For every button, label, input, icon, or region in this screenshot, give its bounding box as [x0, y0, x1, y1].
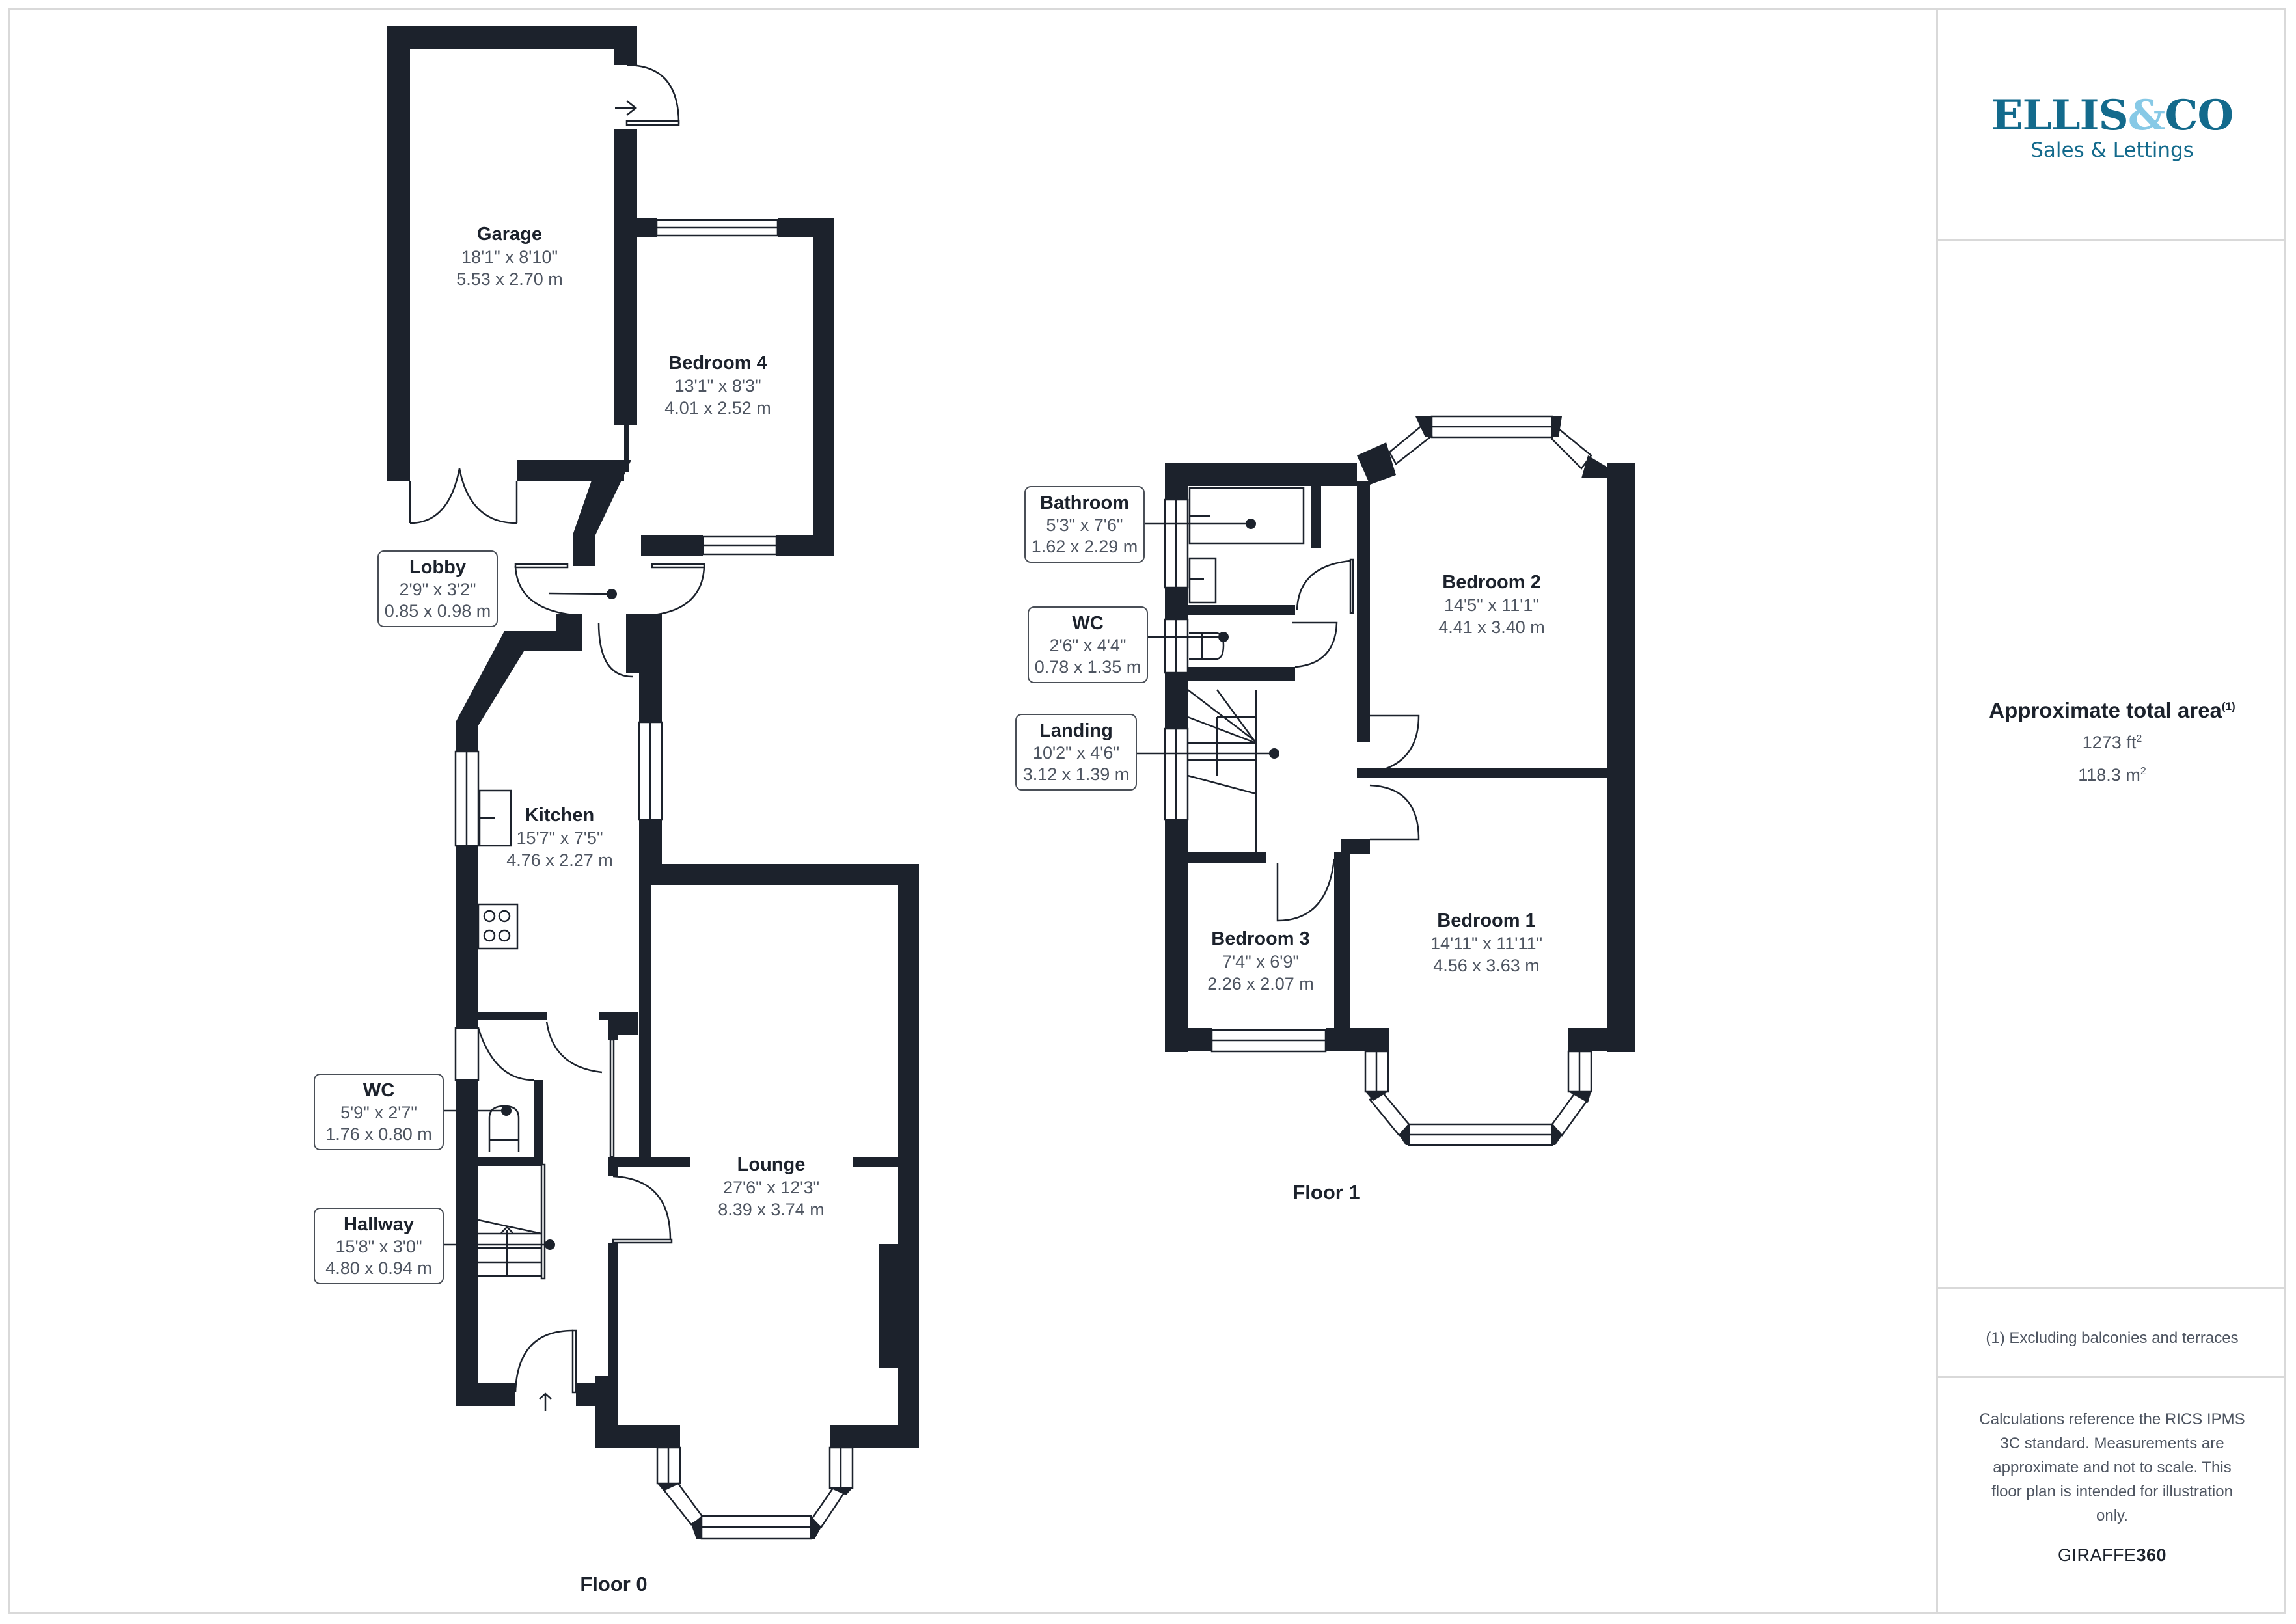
- disclaimer-text: Calculations reference the RICS IPMS 3C …: [1979, 1411, 2245, 1524]
- brand-wordmark: ELLIS&CO: [1938, 93, 2286, 139]
- room-name: WC: [1072, 613, 1104, 634]
- room-name: Kitchen: [525, 805, 595, 826]
- room-name: Garage: [477, 224, 542, 245]
- room-dimension-imperial: 5'3" x 7'6": [1046, 515, 1123, 535]
- room-dimension-imperial: 2'6" x 4'4": [1049, 636, 1127, 655]
- room-dimension-imperial: 10'2" x 4'6": [1032, 743, 1120, 763]
- room-name: Bathroom: [1040, 493, 1129, 513]
- room-dimension-metric: 0.78 x 1.35 m: [1034, 657, 1141, 677]
- room-dimension-imperial: 2'9" x 3'2": [399, 580, 476, 599]
- room-label-garage: Garage 18'1" x 8'10" 5.53 x 2.70 m: [456, 223, 563, 290]
- room-dimension-imperial: 14'11" x 11'11": [1430, 934, 1543, 953]
- total-area-imperial: 1273 ft2: [2082, 733, 2142, 752]
- room-dimension-metric: 4.80 x 0.94 m: [325, 1258, 432, 1278]
- area-footnote: (1) Excluding balconies and terraces: [1986, 1329, 2239, 1347]
- room-dimension-metric: 4.56 x 3.63 m: [1433, 956, 1540, 975]
- room-label-bedroom-3: Bedroom 3 7'4" x 6'9" 2.26 x 2.07 m: [1207, 927, 1314, 995]
- brand-logo: ELLIS&CO Sales & Lettings: [1938, 93, 2286, 163]
- total-area-title: Approximate total area(1): [1989, 698, 2235, 722]
- room-name: Bedroom 3: [1211, 928, 1310, 949]
- room-dimension-imperial: 5'9" x 2'7": [340, 1103, 418, 1122]
- brand-name-part-1: ELLIS: [1991, 91, 2129, 140]
- room-dimension-metric: 4.41 x 3.40 m: [1438, 617, 1545, 637]
- panel-divider: [1938, 1287, 2286, 1289]
- panel-divider: [1938, 1376, 2286, 1378]
- room-dimension-imperial: 18'1" x 8'10": [461, 247, 558, 267]
- callout-wc-floor-0: WC 5'9" x 2'7" 1.76 x 0.80 m: [314, 1074, 444, 1150]
- room-dimension-metric: 1.62 x 2.29 m: [1031, 537, 1138, 556]
- room-dimension-imperial: 7'4" x 6'9": [1222, 952, 1300, 971]
- room-dimension-metric: 8.39 x 3.74 m: [718, 1200, 825, 1219]
- callout-hallway: Hallway 15'8" x 3'0" 4.80 x 0.94 m: [314, 1208, 444, 1284]
- floor-label-0: Floor 0: [580, 1573, 648, 1595]
- room-dimension-metric: 1.76 x 0.80 m: [325, 1124, 432, 1144]
- info-panel: ELLIS&CO Sales & Lettings Approximate to…: [1936, 8, 2286, 1614]
- room-name: Landing: [1039, 720, 1113, 741]
- brand-subtitle: Sales & Lettings: [2030, 139, 2194, 162]
- room-name: Bedroom 1: [1437, 910, 1536, 931]
- room-name: Bedroom 2: [1442, 572, 1541, 593]
- floor-1-walls: [1164, 415, 1635, 1146]
- giraffe360-credit: GIRAFFE360: [2057, 1545, 2167, 1565]
- room-label-bedroom-4: Bedroom 4 13'1" x 8'3" 4.01 x 2.52 m: [664, 351, 771, 419]
- room-label-bedroom-1: Bedroom 1 14'11" x 11'11" 4.56 x 3.63 m: [1430, 909, 1542, 977]
- room-dimension-metric: 2.26 x 2.07 m: [1207, 974, 1314, 994]
- room-dimension-imperial: 15'7" x 7'5": [516, 828, 603, 848]
- floor-0-walls: [387, 26, 919, 1540]
- footnote-marker: (1): [2221, 700, 2235, 712]
- room-dimension-metric: 4.76 x 2.27 m: [506, 850, 613, 870]
- room-name: Lobby: [409, 557, 466, 578]
- page-border: [8, 8, 2286, 1614]
- room-dimension-metric: 5.53 x 2.70 m: [456, 269, 563, 289]
- room-dimension-imperial: 27'6" x 12'3": [722, 1178, 820, 1197]
- room-name: Bedroom 4: [668, 353, 767, 373]
- room-label-lounge: Lounge 27'6" x 12'3" 8.39 x 3.74 m: [718, 1153, 825, 1221]
- brand-ampersand: &: [2127, 91, 2166, 140]
- room-name: Lounge: [737, 1154, 806, 1175]
- room-dimension-metric: 0.85 x 0.98 m: [384, 601, 491, 621]
- callout-leaders: [444, 519, 1279, 1250]
- brand-name-part-2: CO: [2165, 91, 2234, 140]
- floor-label-1: Floor 1: [1292, 1181, 1360, 1204]
- callout-lobby: Lobby 2'9" x 3'2" 0.85 x 0.98 m: [377, 550, 498, 627]
- room-dimension-imperial: 14'5" x 11'1": [1443, 595, 1540, 615]
- room-dimension-imperial: 15'8" x 3'0": [335, 1237, 422, 1256]
- panel-divider: [1938, 239, 2286, 241]
- room-dimension-metric: 4.01 x 2.52 m: [664, 398, 771, 418]
- room-label-bedroom-2: Bedroom 2 14'5" x 11'1" 4.41 x 3.40 m: [1438, 571, 1545, 638]
- callout-landing: Landing 10'2" x 4'6" 3.12 x 1.39 m: [1015, 714, 1137, 791]
- callout-wc-floor-1: WC 2'6" x 4'4" 0.78 x 1.35 m: [1028, 606, 1148, 683]
- total-area-section: Approximate total area(1) 1273 ft2 118.3…: [1938, 698, 2286, 788]
- room-dimension-metric: 3.12 x 1.39 m: [1022, 765, 1130, 784]
- callout-bathroom: Bathroom 5'3" x 7'6" 1.62 x 2.29 m: [1024, 486, 1145, 563]
- total-area-metric: 118.3 m2: [2078, 765, 2146, 785]
- room-name: WC: [362, 1080, 395, 1101]
- room-label-kitchen: Kitchen 15'7" x 7'5" 4.76 x 2.27 m: [506, 804, 613, 871]
- room-name: Hallway: [344, 1214, 414, 1235]
- room-dimension-imperial: 13'1" x 8'3": [674, 376, 761, 396]
